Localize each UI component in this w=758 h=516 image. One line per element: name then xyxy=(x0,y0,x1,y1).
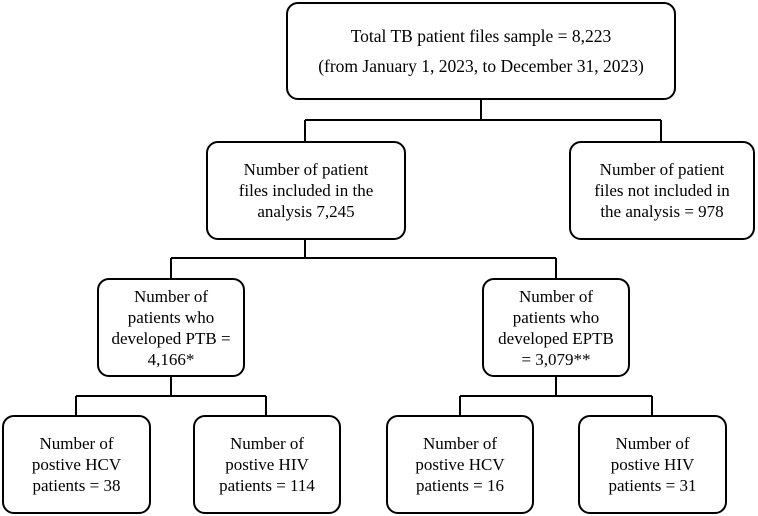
eptb-hiv-line-3: patients = 31 xyxy=(608,476,697,495)
ptb-hiv-line-1: Number of xyxy=(229,434,305,453)
excluded-line-1: Number of patient xyxy=(599,160,725,179)
eptb-hcv-box: Number of postive HCV patients = 16 xyxy=(386,415,534,514)
ptb-hcv-line-1: Number of xyxy=(39,434,114,453)
included-line-2: files included in the xyxy=(238,181,374,200)
ptb-hcv-box: Number of postive HCV patients = 38 xyxy=(2,415,151,514)
ptb-hiv-line-2: postive HIV xyxy=(225,455,309,474)
ptb-hcv-line-3: patients = 38 xyxy=(32,476,121,495)
ptb-hiv-box: Number of postive HIV patients = 114 xyxy=(193,415,341,514)
ptb-line-3: developed PTB = xyxy=(111,328,231,348)
included-files-box: Number of patient files included in the … xyxy=(206,141,406,240)
ptb-hiv-line-3: patients = 114 xyxy=(219,476,315,495)
eptb-hiv-box: Number of postive HIV patients = 31 xyxy=(578,415,727,514)
excluded-files-box: Number of patient files not included in … xyxy=(569,141,755,240)
eptb-hiv-line-1: Number of xyxy=(615,434,690,453)
total-files-box: Total TB patient files sample = 8,223 (f… xyxy=(286,2,676,100)
eptb-line-3: developed EPTB xyxy=(498,328,614,348)
total-files-label: Total TB patient files sample = 8,223 xyxy=(350,26,612,46)
eptb-hcv-line-3: patients = 16 xyxy=(416,476,504,495)
eptb-hcv-line-2: postive HCV xyxy=(415,455,505,474)
eptb-line-4: = 3,079** xyxy=(521,349,591,369)
included-line-1: Number of patient xyxy=(243,160,369,179)
total-date-range: (from January 1, 2023, to December 31, 2… xyxy=(318,56,644,76)
eptb-line-1: Number of xyxy=(518,286,594,306)
ptb-line-2: patients who xyxy=(127,307,215,327)
eptb-line-2: patients who xyxy=(512,307,600,327)
ptb-box: Number of patients who developed PTB = 4… xyxy=(97,278,245,377)
eptb-hcv-line-1: Number of xyxy=(422,434,498,453)
eptb-box: Number of patients who developed EPTB = … xyxy=(482,278,630,377)
ptb-line-1: Number of xyxy=(133,286,209,306)
ptb-hcv-line-2: postive HCV xyxy=(31,455,122,474)
ptb-line-4: 4,166* xyxy=(147,349,195,369)
eptb-hiv-line-2: postive HIV xyxy=(610,455,695,474)
excluded-line-2: files not included in xyxy=(594,181,730,200)
included-line-3: analysis 7,245 xyxy=(257,202,355,221)
excluded-line-3: the analysis = 978 xyxy=(600,202,724,221)
